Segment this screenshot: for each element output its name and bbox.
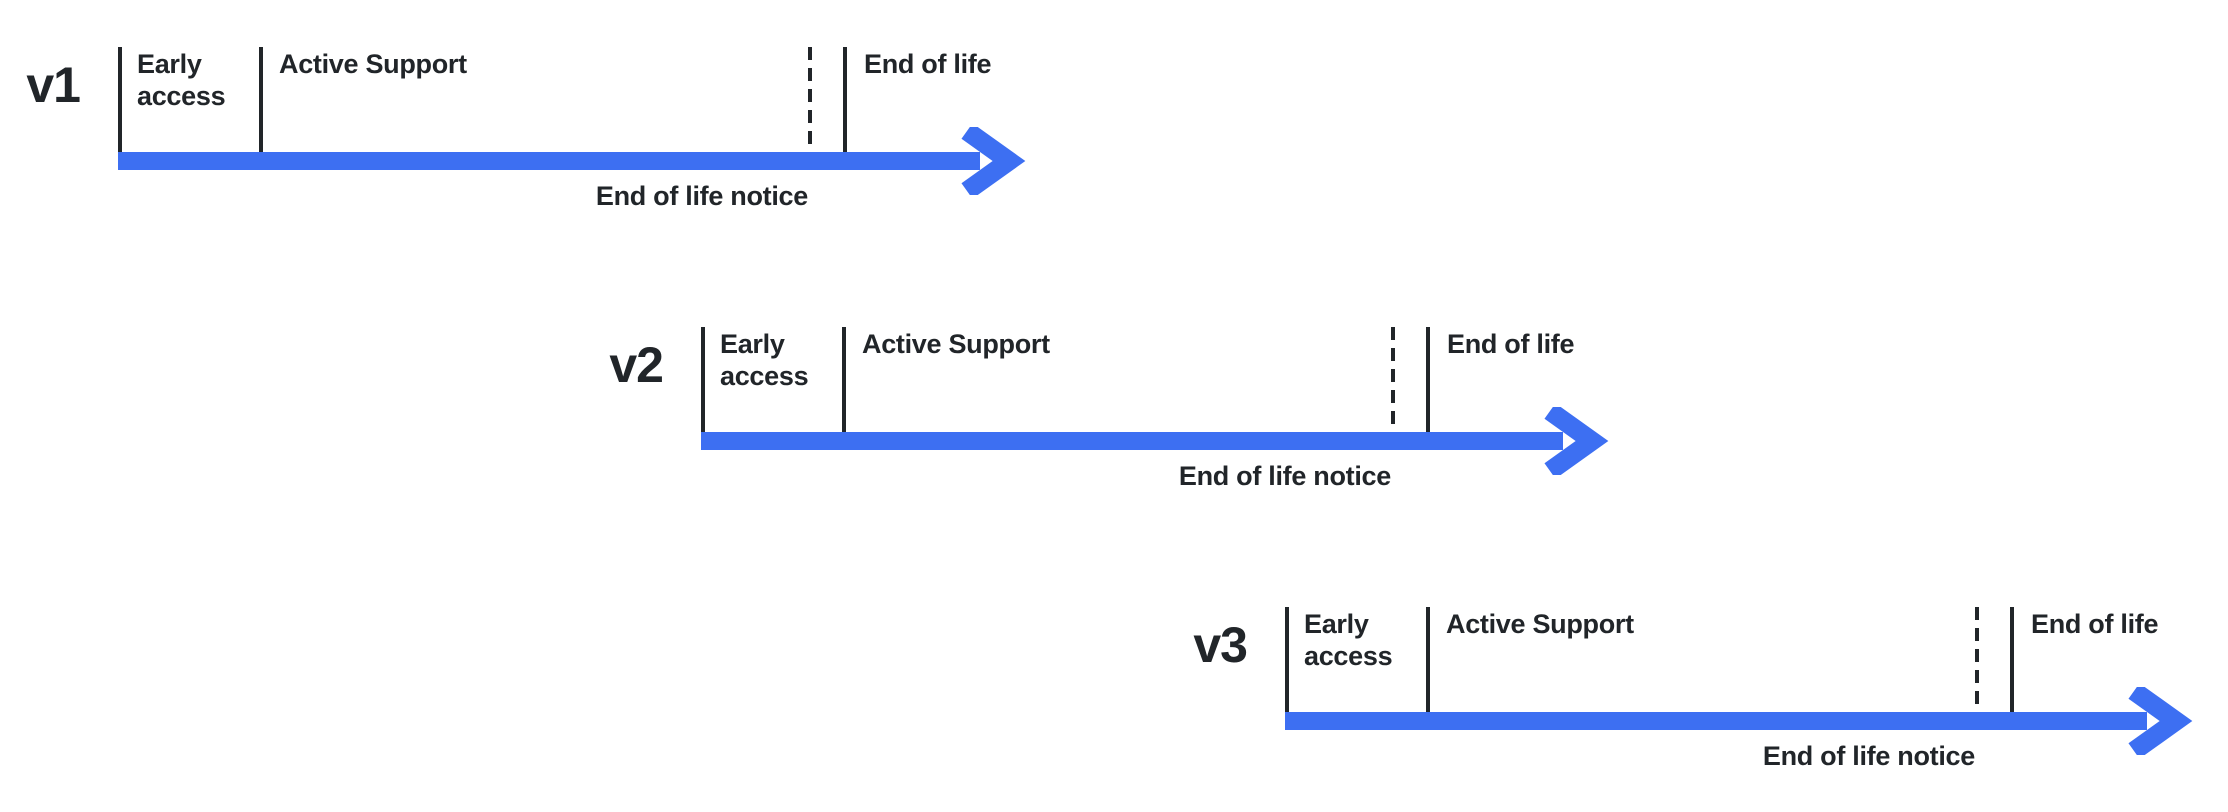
eol-notice-dashed-tick [808, 47, 812, 152]
end-of-life-notice-label: End of life notice [1762, 741, 1975, 771]
end-of-life-tick [1426, 327, 1430, 432]
end-of-life-label: End of life [2031, 609, 2159, 639]
eol-notice-dashed-tick [1391, 327, 1395, 432]
early-access-start-tick [1285, 607, 1289, 712]
end-of-life-label: End of life [864, 49, 992, 79]
end-of-life-notice-label: End of life notice [1178, 461, 1391, 491]
version-label-v1: v1 [26, 57, 81, 113]
active-support-start-tick [259, 47, 263, 152]
early-access-label: Early access [137, 49, 226, 111]
active-support-start-tick [1426, 607, 1430, 712]
active-support-label: Active Support [862, 329, 1050, 359]
early-access-label: Early access [720, 329, 809, 391]
timeline-v1: v1 Early access Active Support End of li… [26, 47, 1038, 277]
active-support-label: Active Support [1446, 609, 1634, 639]
timeline-arrow-icon [701, 407, 1609, 475]
timeline-arrow-icon [1285, 687, 2193, 755]
active-support-label: Active Support [279, 49, 467, 79]
active-support-start-tick [842, 327, 846, 432]
eol-notice-dashed-tick [1975, 607, 1979, 712]
early-access-start-tick [701, 327, 705, 432]
early-access-start-tick [118, 47, 122, 152]
version-label-v2: v2 [609, 337, 664, 393]
timeline-v2: v2 Early access Active Support End of li… [609, 327, 1621, 557]
early-access-label: Early access [1304, 609, 1393, 671]
end-of-life-tick [843, 47, 847, 152]
end-of-life-tick [2010, 607, 2014, 712]
timeline-arrow-icon [118, 127, 1026, 195]
end-of-life-label: End of life [1447, 329, 1575, 359]
timeline-v3: v3 Early access Active Support End of li… [1193, 607, 2205, 812]
end-of-life-notice-label: End of life notice [595, 181, 808, 211]
version-label-v3: v3 [1193, 617, 1248, 673]
